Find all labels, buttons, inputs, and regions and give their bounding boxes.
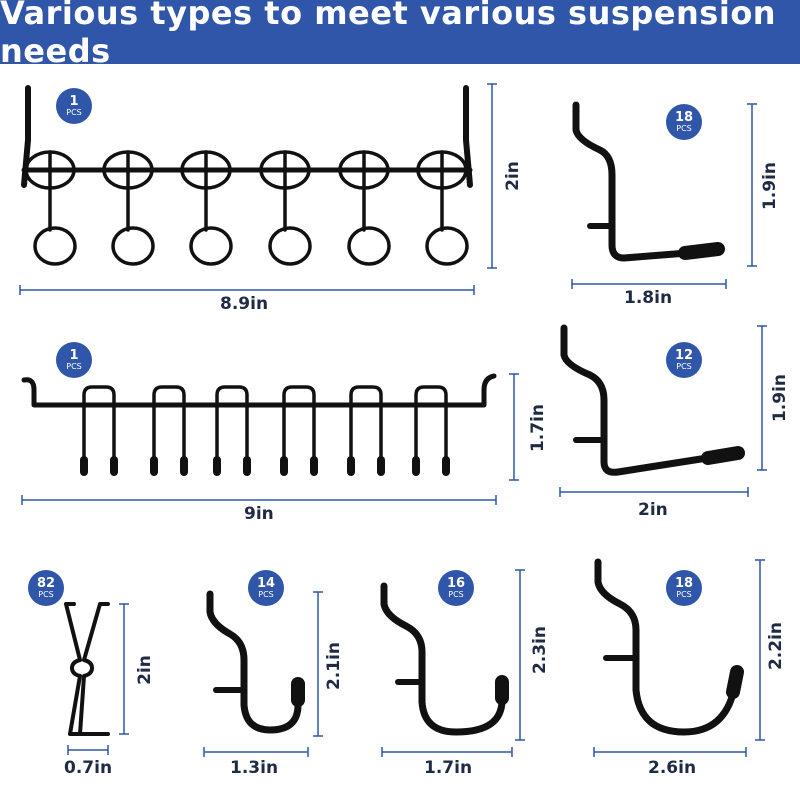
- clip-height-label: 2in: [134, 655, 155, 685]
- qty-unit: PCS: [676, 124, 692, 133]
- u-hook-rack-width-label: 9in: [244, 504, 274, 524]
- qty-number: 82: [36, 576, 56, 591]
- qty-number: 18: [674, 110, 694, 125]
- j-hook-small-height-label: 2.1in: [324, 641, 345, 691]
- u-hook-rack-height-label: 1.7in: [528, 403, 549, 453]
- j-hook-large-width-label: 2.6in: [648, 758, 697, 778]
- j-hook-large-drawing: [594, 558, 744, 736]
- ring-rack-height-label: 2in: [502, 161, 523, 191]
- l-hook-large-width-label: 2in: [638, 500, 668, 520]
- qty-number: 1: [69, 94, 79, 109]
- j-hook-small-width-label: 1.3in: [230, 758, 279, 778]
- j-hook-medium-width-label: 1.7in: [424, 758, 473, 778]
- l-hook-large-drawing: [560, 324, 745, 476]
- dimension-lines: [19, 83, 767, 757]
- qty-unit: PCS: [676, 590, 692, 599]
- j-hook-medium-drawing: [380, 582, 509, 736]
- qty-badge-l-hook-large: 12 PCS: [666, 342, 702, 378]
- page-title: Various types to meet various suspension…: [0, 0, 777, 70]
- qty-badge-ring-rack: 1 PCS: [56, 88, 92, 124]
- l-hook-small-height-label: 1.9in: [760, 161, 781, 211]
- qty-number: 16: [446, 576, 466, 591]
- ring-rack-drawing: [21, 85, 473, 266]
- qty-badge-j-hook-medium: 16 PCS: [438, 570, 474, 606]
- j-hook-medium-height-label: 2.3in: [530, 625, 551, 675]
- j-hook-large-height-label: 2.2in: [766, 621, 787, 671]
- l-hook-small-drawing: [572, 101, 725, 262]
- qty-unit: PCS: [66, 108, 82, 117]
- qty-badge-j-hook-small: 14 PCS: [248, 570, 284, 606]
- ring-rack-width-label: 8.9in: [220, 294, 269, 314]
- qty-unit: PCS: [66, 362, 82, 371]
- qty-number: 1: [69, 348, 79, 363]
- qty-badge-j-hook-large: 18 PCS: [666, 570, 702, 606]
- u-hook-rack-drawing: [21, 373, 497, 476]
- qty-badge-u-hook-rack: 1 PCS: [56, 342, 92, 378]
- qty-badge-clip: 82 PCS: [28, 570, 64, 606]
- qty-number: 12: [674, 348, 694, 363]
- qty-unit: PCS: [448, 590, 464, 599]
- clip-drawing: [64, 602, 110, 736]
- qty-unit: PCS: [38, 590, 54, 599]
- qty-unit: PCS: [676, 362, 692, 371]
- header-banner: Various types to meet various suspension…: [0, 0, 800, 70]
- clip-width-label: 0.7in: [64, 758, 113, 778]
- qty-unit: PCS: [258, 590, 274, 599]
- qty-number: 14: [256, 576, 276, 591]
- j-hook-small-drawing: [206, 590, 305, 734]
- l-hook-small-width-label: 1.8in: [624, 288, 673, 308]
- l-hook-large-height-label: 1.9in: [770, 373, 791, 423]
- qty-number: 18: [674, 576, 694, 591]
- qty-badge-l-hook-small: 18 PCS: [666, 104, 702, 140]
